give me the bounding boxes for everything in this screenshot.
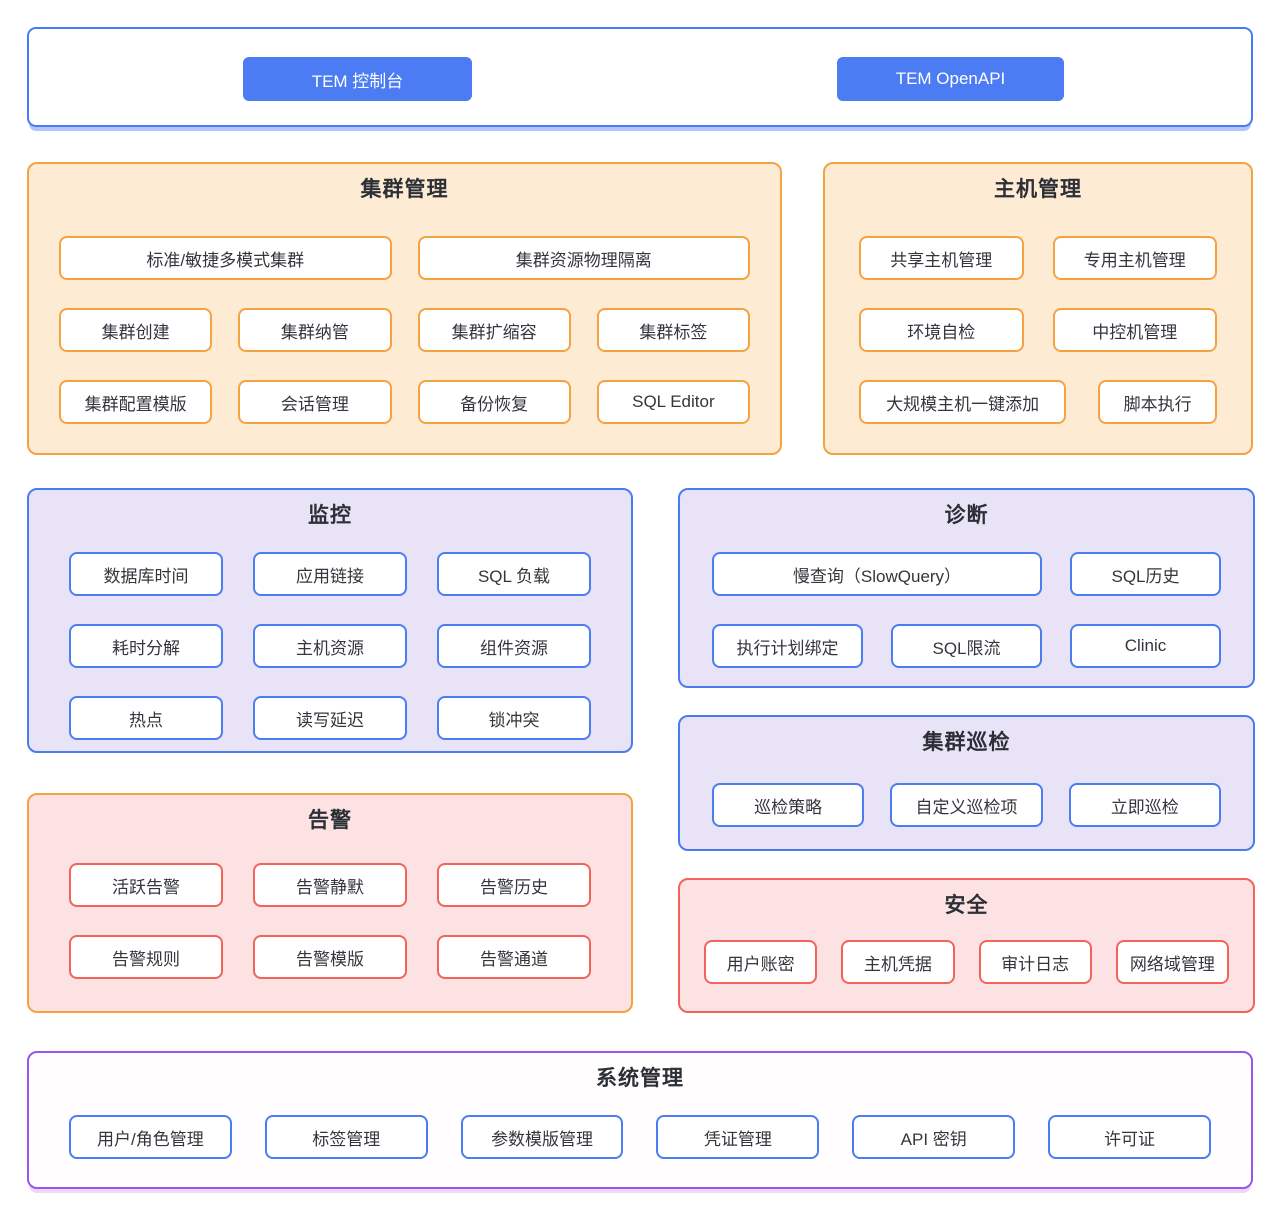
section-monitoring: 监控 数据库时间 应用链接 SQL 负载 耗时分解 主机资源 组件资源 热点 读… [27, 488, 633, 753]
alerts-title: 告警 [308, 809, 352, 832]
security-title: 安全 [944, 894, 989, 917]
bulk-host-add-item: 大规模主机一键添加 [859, 380, 1067, 424]
host-credentials-item: 主机凭据 [841, 940, 955, 984]
user-role-management-item: 用户/角色管理 [69, 1115, 232, 1159]
credential-management-item: 凭证管理 [656, 1115, 820, 1159]
lock-conflict-item: 锁冲突 [437, 696, 591, 740]
cluster-items-grid: 标准/敏捷多模式集群 集群资源物理隔离 集群创建 集群纳管 集群扩缩容 集群标签… [59, 236, 750, 424]
time-breakdown-item: 耗时分解 [69, 624, 223, 668]
shared-host-management-item: 共享主机管理 [859, 236, 1024, 280]
central-control-management-item: 中控机管理 [1052, 308, 1217, 352]
read-write-latency-item: 读写延迟 [253, 696, 407, 740]
diagnosis-items-grid: 慢查询（SlowQuery） SQL历史 执行计划绑定 SQL限流 Clinic [712, 552, 1221, 668]
hotspot-item: 热点 [69, 696, 223, 740]
custom-inspection-items-item: 自定义巡检项 [890, 783, 1043, 827]
section-cluster-management: 集群管理 标准/敏捷多模式集群 集群资源物理隔离 集群创建 集群纳管 集群扩缩容… [27, 162, 782, 455]
user-credentials-item: 用户账密 [704, 940, 818, 984]
license-item: 许可证 [1048, 1115, 1211, 1159]
cluster-tags-item: 集群标签 [596, 308, 750, 352]
entry-panel: TEM 控制台 TEM OpenAPI [27, 27, 1253, 127]
section-system-management: 系统管理 用户/角色管理 标签管理 参数模版管理 凭证管理 API 密钥 许可证 [27, 1051, 1253, 1189]
cluster-scale-item: 集群扩缩容 [417, 308, 571, 352]
alert-silence-item: 告警静默 [253, 863, 407, 907]
section-cluster-inspection: 集群巡检 巡检策略 自定义巡检项 立即巡检 [678, 715, 1255, 851]
sql-load-item: SQL 负载 [437, 552, 591, 596]
component-resources-item: 组件资源 [437, 624, 591, 668]
host-items-row3: 大规模主机一键添加 脚本执行 [859, 380, 1217, 424]
active-alerts-item: 活跃告警 [69, 863, 223, 907]
environment-self-check-item: 环境自检 [859, 308, 1024, 352]
host-resources-item: 主机资源 [253, 624, 407, 668]
security-items-grid: 用户账密 主机凭据 审计日志 网络域管理 [704, 940, 1229, 984]
backup-restore-item: 备份恢复 [417, 380, 571, 424]
slow-query-item: 慢查询（SlowQuery） [712, 552, 1042, 596]
cluster-import-item: 集群纳管 [238, 308, 392, 352]
cluster-config-template-item: 集群配置模版 [59, 380, 213, 424]
clinic-item: Clinic [1070, 624, 1221, 668]
cluster-inspection-title: 集群巡检 [922, 731, 1011, 754]
tem-openapi-button: TEM OpenAPI [837, 57, 1064, 101]
host-items-grid: 共享主机管理 专用主机管理 环境自检 中控机管理 [859, 236, 1217, 352]
alert-channels-item: 告警通道 [437, 935, 591, 979]
api-key-item: API 密钥 [852, 1115, 1016, 1159]
inspection-items-grid: 巡检策略 自定义巡检项 立即巡检 [712, 783, 1221, 827]
dedicated-host-management-item: 专用主机管理 [1052, 236, 1217, 280]
network-domain-management-item: 网络域管理 [1115, 940, 1229, 984]
monitoring-items-grid: 数据库时间 应用链接 SQL 负载 耗时分解 主机资源 组件资源 热点 读写延迟… [69, 552, 591, 740]
alert-rules-item: 告警规则 [69, 935, 223, 979]
application-connections-item: 应用链接 [253, 552, 407, 596]
diagnosis-title: 诊断 [944, 504, 989, 527]
alert-history-item: 告警历史 [437, 863, 591, 907]
parameter-template-management-item: 参数模版管理 [460, 1115, 624, 1159]
section-security: 安全 用户账密 主机凭据 审计日志 网络域管理 [678, 878, 1255, 1013]
database-time-item: 数据库时间 [69, 552, 223, 596]
inspection-policy-item: 巡检策略 [712, 783, 865, 827]
audit-logs-item: 审计日志 [978, 940, 1092, 984]
host-management-title: 主机管理 [994, 178, 1082, 201]
cluster-management-title: 集群管理 [360, 178, 449, 201]
execution-plan-binding-item: 执行计划绑定 [712, 624, 863, 668]
script-execution-item: 脚本执行 [1098, 380, 1217, 424]
standard-agile-multimode-cluster-item: 标准/敏捷多模式集群 [59, 236, 392, 280]
section-alerts: 告警 活跃告警 告警静默 告警历史 告警规则 告警模版 告警通道 [27, 793, 633, 1013]
cluster-resource-physical-isolation-item: 集群资源物理隔离 [417, 236, 750, 280]
system-management-title: 系统管理 [596, 1067, 684, 1090]
sql-editor-item: SQL Editor [596, 380, 750, 424]
inspect-now-item: 立即巡检 [1068, 783, 1221, 827]
section-diagnosis: 诊断 慢查询（SlowQuery） SQL历史 执行计划绑定 SQL限流 Cli… [678, 488, 1255, 688]
sql-history-item: SQL历史 [1070, 552, 1221, 596]
cluster-create-item: 集群创建 [59, 308, 213, 352]
tem-console-button: TEM 控制台 [243, 57, 472, 101]
alert-templates-item: 告警模版 [253, 935, 407, 979]
session-management-item: 会话管理 [238, 380, 392, 424]
alert-items-grid: 活跃告警 告警静默 告警历史 告警规则 告警模版 告警通道 [69, 863, 591, 979]
tag-management-item: 标签管理 [264, 1115, 428, 1159]
monitoring-title: 监控 [308, 504, 352, 527]
sql-throttling-item: SQL限流 [891, 624, 1042, 668]
system-items-grid: 用户/角色管理 标签管理 参数模版管理 凭证管理 API 密钥 许可证 [69, 1115, 1211, 1159]
section-host-management: 主机管理 共享主机管理 专用主机管理 环境自检 中控机管理 大规模主机一键添加 … [823, 162, 1253, 455]
